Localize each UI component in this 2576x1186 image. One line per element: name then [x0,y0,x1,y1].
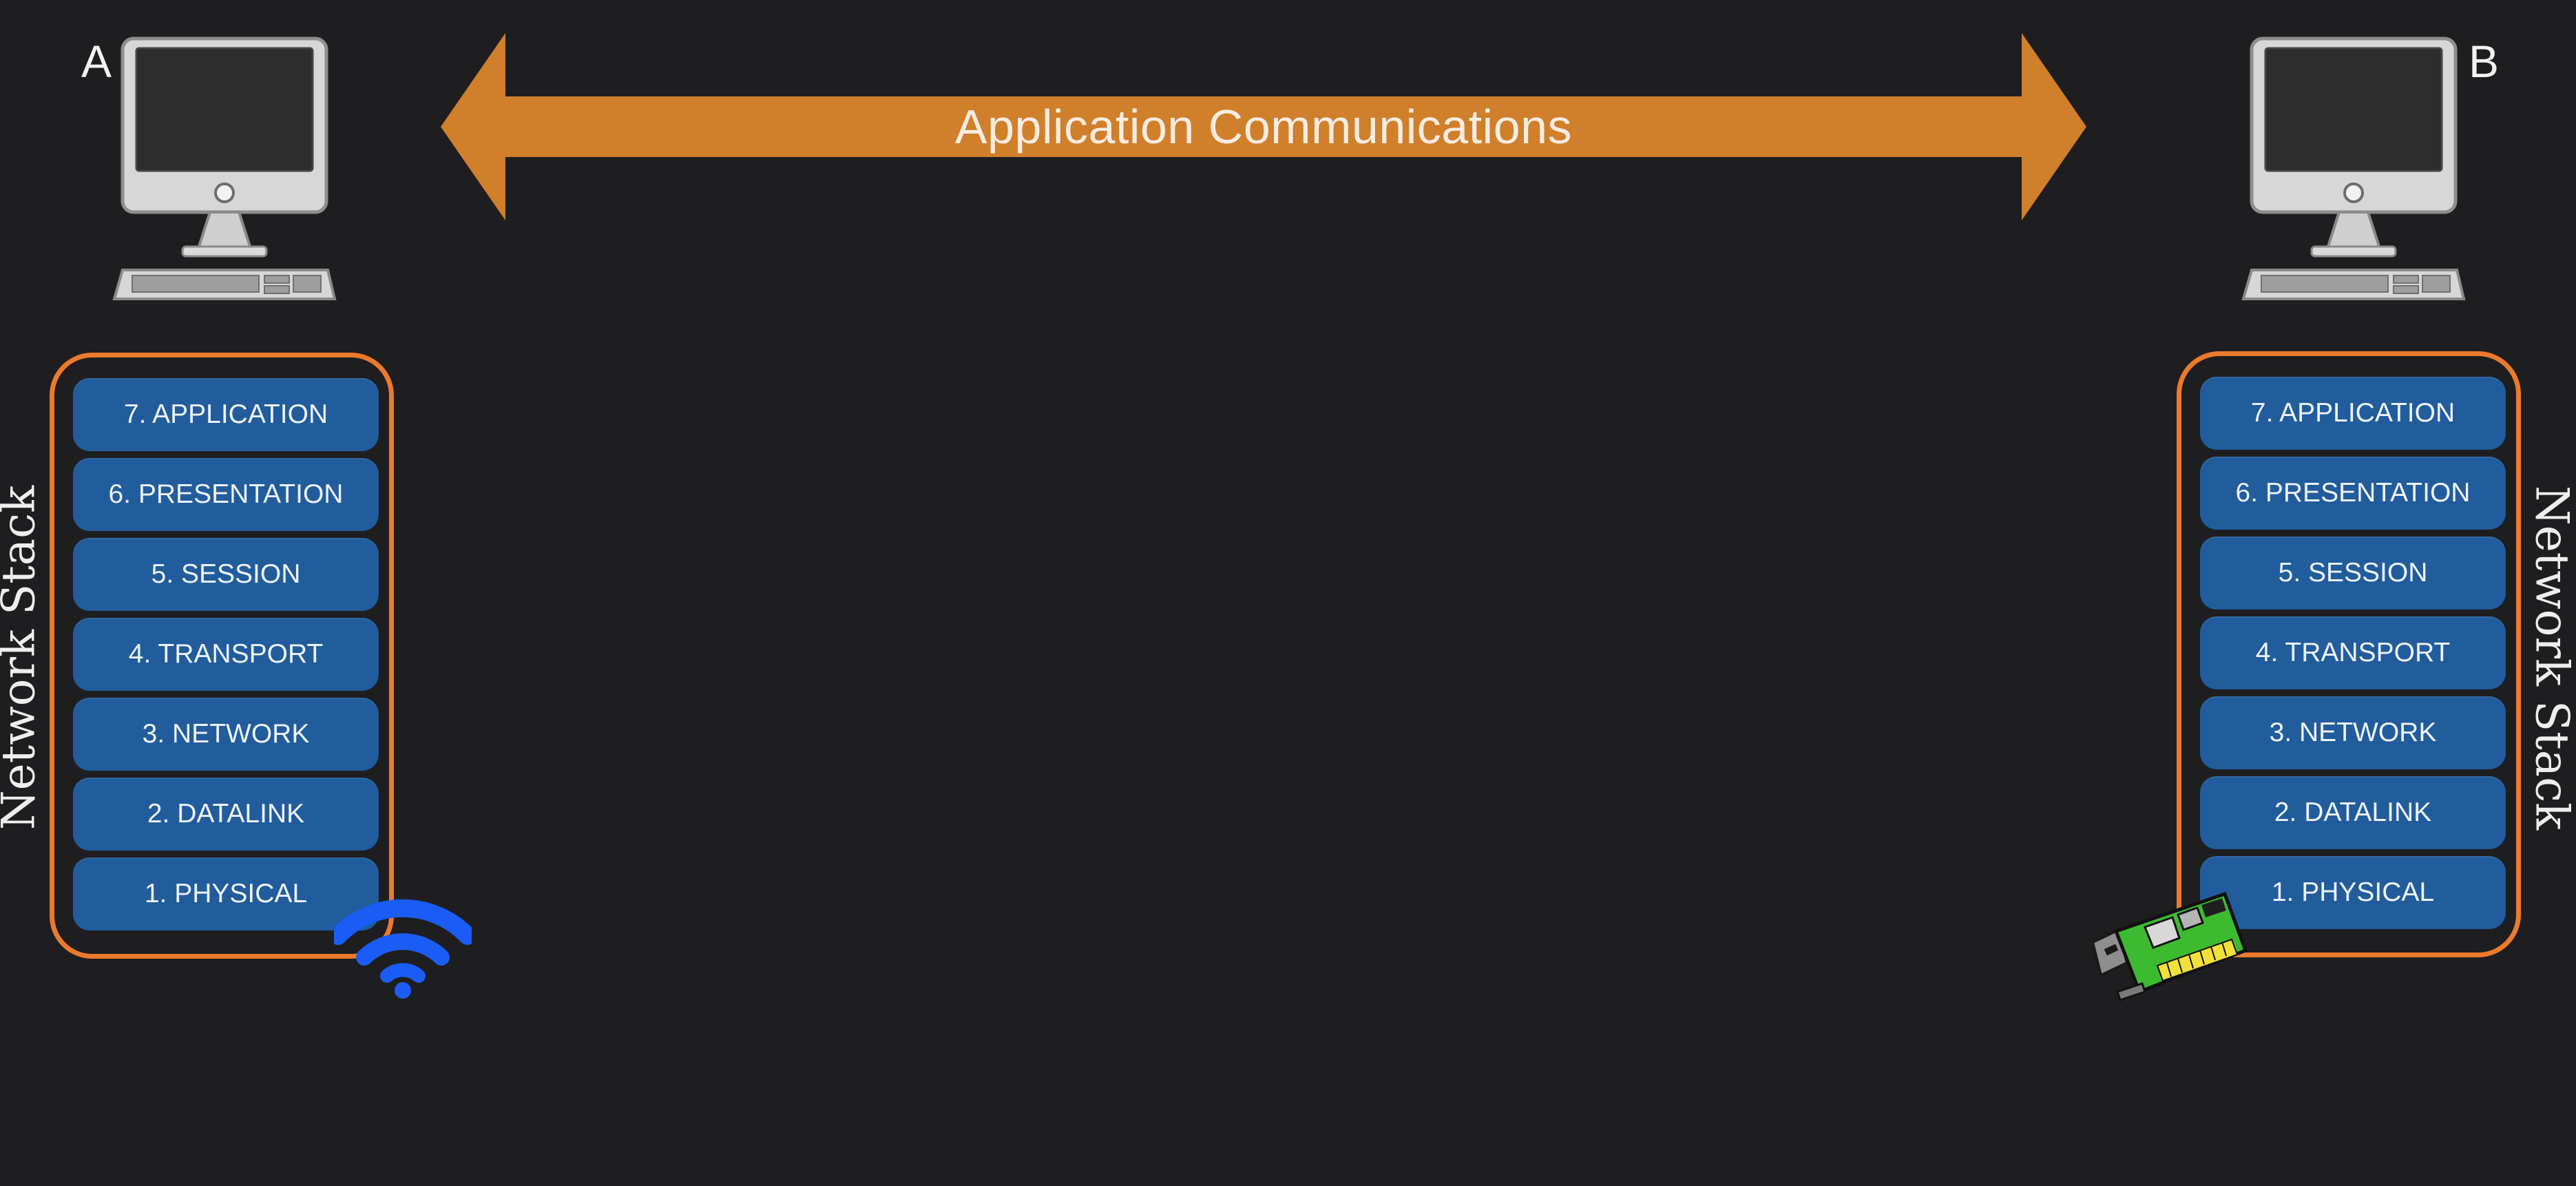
network-stack-b-label: Network Stack [2525,485,2576,831]
layer-transport: 4. TRANSPORT [73,618,379,691]
layer-application: 7. APPLICATION [2200,377,2506,450]
layer-session: 5. SESSION [73,538,379,611]
computer-a-icon [110,33,337,302]
layer-network: 3. NETWORK [73,698,379,771]
layer-physical: 1. PHYSICAL [73,857,379,930]
arrow-label: Application Communications [954,100,1573,154]
layer-application: 7. APPLICATION [73,378,379,451]
layer-transport: 4. TRANSPORT [2200,616,2506,689]
layer-presentation: 6. PRESENTATION [73,458,379,531]
wifi-icon [334,892,472,999]
network-stack-a: 7. APPLICATION 6. PRESENTATION 5. SESSIO… [50,353,394,959]
layer-physical: 1. PHYSICAL [2200,856,2506,929]
computer-b-icon [2239,33,2467,302]
layer-datalink: 2. DATALINK [2200,776,2506,849]
layer-network: 3. NETWORK [2200,696,2506,769]
host-b-label: B [2469,36,2500,87]
network-stack-a-label: Network Stack [0,485,45,831]
application-communications-arrow: Application Communications [441,33,2086,220]
layer-session: 5. SESSION [2200,537,2506,610]
network-card-icon [2090,888,2255,1012]
layer-datalink: 2. DATALINK [73,778,379,851]
layer-presentation: 6. PRESENTATION [2200,457,2506,530]
host-a-label: A [81,36,112,87]
network-stack-b: 7. APPLICATION 6. PRESENTATION 5. SESSIO… [2177,351,2521,957]
